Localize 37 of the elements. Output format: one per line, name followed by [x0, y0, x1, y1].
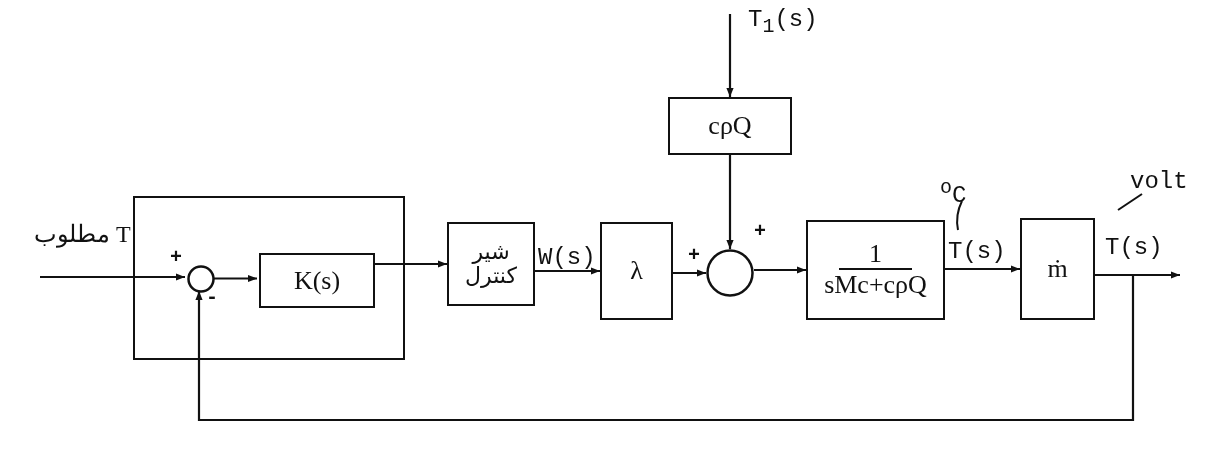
signal-label: T$_{1}$(s)	[748, 8, 818, 37]
sign-label: +	[754, 222, 766, 242]
fraction-denominator: sMc+cρQ	[824, 269, 927, 300]
controller-box	[133, 196, 405, 360]
signal-arrow	[213, 274, 257, 283]
signal-label: T(s)	[948, 240, 1006, 264]
summing-junction	[706, 249, 754, 297]
signal-arrow	[195, 273, 1135, 422]
signal-label: W(s)	[538, 246, 596, 270]
signal-arrow	[726, 14, 734, 97]
signal-arrow	[373, 260, 447, 268]
unit-label: volt	[1130, 170, 1188, 194]
block-box	[600, 222, 673, 320]
block-label: شیر کنترل	[464, 239, 518, 289]
block-box	[668, 97, 792, 155]
block-box	[1020, 218, 1095, 320]
unit-label: $^{o}$C	[940, 178, 967, 208]
signal-arrow	[726, 155, 734, 249]
signal-arrow	[673, 269, 706, 277]
signal-arrow	[754, 266, 806, 274]
signal-arrow	[40, 273, 185, 281]
block-label: λ	[630, 256, 643, 286]
block-label: K(s)	[293, 265, 341, 296]
block-box	[447, 222, 535, 306]
block-box	[806, 220, 945, 320]
fraction-numerator: 1	[839, 240, 912, 270]
signal-arrow	[945, 265, 1020, 273]
sign-label: -	[206, 288, 218, 308]
signal-label: T(s)	[1105, 236, 1163, 260]
sign-label: +	[170, 248, 182, 268]
block-label: ṁ	[1047, 254, 1068, 284]
block-box	[259, 253, 375, 308]
summing-junction	[187, 265, 215, 293]
sign-label: +	[688, 246, 700, 266]
block-label: cρQ	[708, 111, 752, 141]
signal-arrow	[535, 267, 600, 275]
signal-label: T مطلوب	[34, 222, 131, 246]
